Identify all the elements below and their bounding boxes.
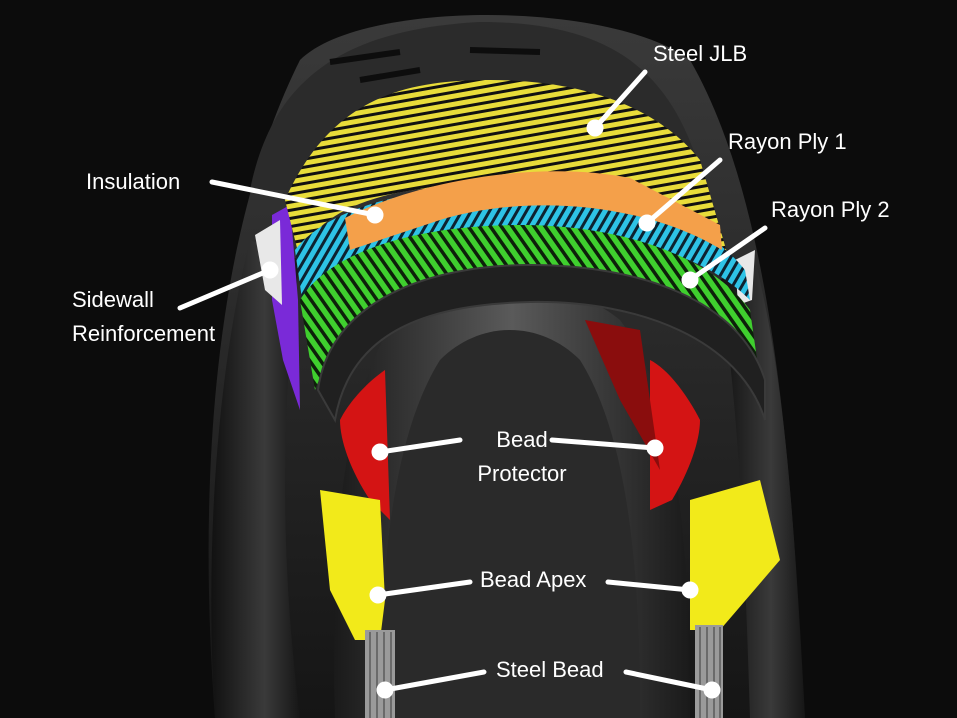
dot-bead-protector-right bbox=[646, 439, 664, 457]
rayon-ply-2-layer bbox=[300, 225, 760, 390]
label-bead-apex: Bead Apex bbox=[480, 567, 587, 592]
steel-bead-right bbox=[695, 625, 723, 718]
dot-steel-bead-right bbox=[703, 681, 721, 699]
bead-apex-right bbox=[690, 480, 780, 630]
label-sidewall-reinforcement-line2: Reinforcement bbox=[72, 321, 216, 346]
tire-inner-shadow bbox=[380, 330, 640, 718]
bead-protector-left bbox=[340, 370, 390, 520]
dot-steel-jlb bbox=[586, 119, 604, 137]
dot-sidewall-reinforcement bbox=[261, 261, 279, 279]
label-steel-jlb: Steel JLB bbox=[653, 41, 748, 66]
label-sidewall-reinforcement-line1: Sidewall bbox=[72, 287, 154, 312]
insulation-layer bbox=[345, 171, 722, 250]
leader-bead-apex-left bbox=[375, 579, 473, 598]
label-rayon-ply-1: Rayon Ply 1 bbox=[728, 129, 847, 154]
dot-steel-bead-left bbox=[376, 681, 394, 699]
label-bead-protector-line2: Protector bbox=[477, 461, 567, 486]
dot-bead-apex-right bbox=[681, 581, 699, 599]
dot-rayon-ply-2 bbox=[681, 271, 699, 289]
leader-steel-jlb bbox=[592, 69, 648, 131]
label-steel-bead: Steel Bead bbox=[496, 657, 604, 682]
leader-bead-protector-left bbox=[377, 437, 463, 455]
label-rayon-ply-2: Rayon Ply 2 bbox=[771, 197, 890, 222]
tread-groove bbox=[329, 47, 541, 83]
leader-bead-apex-right bbox=[605, 579, 693, 593]
leader-bead-protector-right bbox=[549, 437, 658, 451]
leader-sidewall-reinforcement bbox=[177, 267, 273, 311]
inner-liner-rim bbox=[316, 263, 766, 423]
dot-bead-protector-left bbox=[371, 443, 389, 461]
leader-insulation bbox=[209, 179, 378, 218]
leader-steel-bead-right bbox=[623, 669, 715, 693]
label-insulation: Insulation bbox=[86, 169, 181, 194]
bead-protector-right bbox=[650, 360, 700, 510]
leader-rayon-ply-1 bbox=[644, 157, 723, 226]
steel-bead-wires bbox=[369, 627, 721, 718]
dot-rayon-ply-1 bbox=[638, 214, 656, 232]
dot-bead-apex-left bbox=[369, 586, 387, 604]
bead-protector-inner bbox=[585, 320, 660, 470]
leader-rayon-ply-2 bbox=[687, 225, 768, 283]
label-bead-protector-line1: Bead bbox=[496, 427, 548, 452]
tire-sidewall-left bbox=[211, 240, 300, 718]
dot-insulation bbox=[366, 206, 384, 224]
leader-lines bbox=[177, 69, 768, 699]
leader-steel-bead-left bbox=[382, 669, 487, 693]
bead-apex-left bbox=[320, 490, 385, 640]
